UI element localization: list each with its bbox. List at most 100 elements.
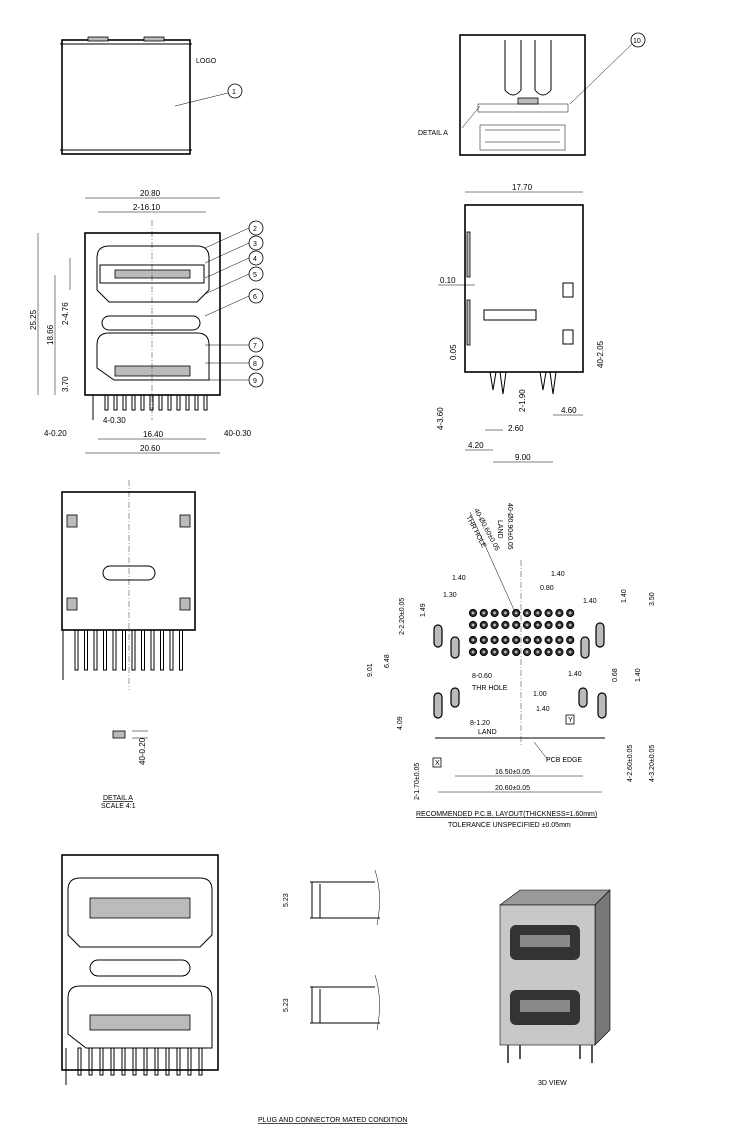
pcb-dim: 1.40 [568, 671, 582, 678]
pcb-hole [504, 650, 507, 654]
pcb-dim: THR HOLE [472, 685, 508, 692]
detail-a-scale: SCALE 4:1 [101, 803, 136, 810]
pin [176, 1047, 181, 1076]
pcb-slot [450, 636, 460, 659]
land-label: LAND [496, 520, 503, 539]
pcb-dim: 9.01 [367, 663, 374, 677]
pcb-hole [558, 611, 561, 615]
callout-10: 10 [633, 38, 641, 45]
pcb-hole [471, 638, 475, 642]
pcb-dim: 4-3.20±0.05 [649, 745, 656, 782]
view-3d: 3D VIEW [499, 889, 611, 1087]
pin [194, 394, 199, 411]
pcb-dim: 1.40 [635, 668, 642, 682]
pcb-hole [514, 638, 518, 642]
pin [93, 629, 98, 671]
pcb-layout: 40-Ø0.90±0.05 LAND 40-Ø0.60±0.05 THR HOL… [367, 503, 656, 829]
pcb-dim: 20.60±0.05 [495, 785, 530, 792]
callout-circle [248, 235, 264, 251]
pin [179, 629, 183, 671]
pcb-hole [547, 638, 550, 642]
pin [122, 629, 126, 671]
pin [149, 394, 154, 411]
pin [141, 629, 145, 671]
pcb-hole [493, 650, 496, 654]
pin [167, 394, 172, 411]
pcb-slot [450, 687, 460, 708]
pcb-slot [580, 636, 590, 659]
pcb-dim: 8-1.20 [470, 720, 490, 727]
callout-7: 7 [253, 343, 257, 350]
pin [185, 394, 190, 411]
pcb-hole [568, 638, 572, 642]
pin [77, 1047, 82, 1076]
pin [99, 1047, 104, 1076]
front-view: 20.80 2-16.10 25.25 18.66 2-4.76 3.70 4-… [29, 189, 264, 454]
dim-2-4-76: 2-4.76 [61, 302, 70, 325]
pcb-dim: 1.40 [621, 589, 628, 603]
dim-5-23-bottom: 5.23 [283, 998, 290, 1012]
land-dia: 40-Ø0.90±0.05 [506, 503, 513, 550]
dim-4-3-60: 4-3.60 [436, 407, 445, 430]
dim-4-20: 4.20 [468, 441, 484, 450]
pcb-dim: 4.09 [397, 716, 404, 730]
pin [74, 629, 79, 671]
pcb-dim: 8-0.60 [472, 673, 492, 680]
detail-a-label: DETAIL A [418, 130, 448, 137]
pcb-dim: 1.40 [551, 571, 565, 578]
pcb-slot [597, 692, 607, 719]
pcb-hole [504, 623, 507, 627]
dim-20-80: 20.80 [140, 189, 161, 198]
pcb-dim: 1.40 [583, 598, 597, 605]
dim-4-0-20: 4-0.20 [44, 429, 67, 438]
pcb-dim: 2-2.20±0.05 [399, 598, 406, 635]
callout-circle [248, 355, 264, 371]
side-view: 17.70 0.10 0.05 40-2.05 4-3.60 2-1.90 2.… [436, 183, 605, 463]
pin [203, 394, 208, 411]
top-view: LOGO 1 [60, 36, 243, 155]
pcb-hole [536, 623, 540, 627]
dim-0-10: 0.10 [440, 276, 456, 285]
pcb-hole [568, 650, 572, 654]
dim-5-23-top: 5.23 [283, 893, 290, 907]
pcb-slot [578, 687, 588, 708]
mated-title: PLUG AND CONNECTOR MATED CONDITION [258, 1117, 407, 1124]
detail-a: 40-0.20 DETAIL A SCALE 4:1 [101, 730, 148, 810]
pcb-dim: 0.80 [540, 585, 554, 592]
pin [84, 629, 88, 671]
dim-3-70: 3.70 [61, 376, 70, 392]
pin [187, 1047, 192, 1076]
logo-label: LOGO [196, 58, 217, 65]
callout-1: 1 [232, 89, 236, 96]
callout-9: 9 [253, 378, 257, 385]
pcb-slot [595, 622, 605, 648]
pcb-layout-title: RECOMMENDED P.C.B. LAYOUT(THICKNESS=1.60… [416, 811, 597, 818]
pcb-dim: 4-2.60±0.05 [627, 745, 634, 782]
pcb-dim: 2-1.70±0.05 [414, 763, 421, 800]
callout-circle [248, 250, 264, 266]
pcb-dim: 3.50 [649, 592, 656, 606]
dim-2-16-10: 2-16.10 [133, 203, 161, 212]
pin [104, 394, 109, 411]
detail-a-title: DETAIL A [103, 795, 133, 802]
pin [176, 394, 181, 411]
pcb-hole [514, 623, 518, 627]
pcb-hole [536, 611, 540, 615]
pcb-dim: 0.68 [612, 668, 619, 682]
pin [88, 1047, 93, 1076]
pin [198, 1047, 203, 1076]
callout-circle [248, 266, 264, 282]
callout-3: 3 [253, 241, 257, 248]
pcb-hole [547, 650, 550, 654]
mated-view: 5.23 5.23 PLUG AND CONNECTOR MATED CONDI… [61, 854, 407, 1124]
pcb-tolerance: TOLERANCE UNSPECIFIED ±0.05mm [448, 822, 571, 829]
pin [113, 394, 118, 411]
pcb-hole [482, 650, 486, 654]
pin [160, 629, 164, 671]
callout-4: 4 [253, 256, 257, 263]
pin [110, 1047, 115, 1076]
pcb-hole [471, 611, 475, 615]
pcb-dim: 1.00 [533, 691, 547, 698]
pcb-hole [514, 650, 518, 654]
pcb-hole [514, 611, 518, 615]
